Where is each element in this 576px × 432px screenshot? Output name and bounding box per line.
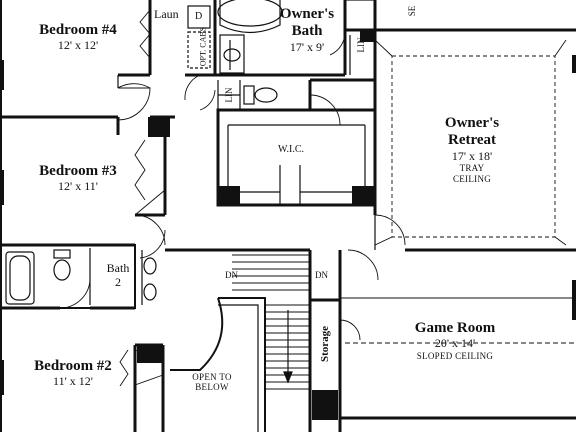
room-name-line2: Retreat [447,132,497,149]
linen-label-mid: LIN [224,87,234,103]
stair-arrow-head [283,371,293,384]
wall-block [148,117,170,137]
room-label-owners-bath: Owner's Bath 17' x 9' [270,6,344,54]
room-dimensions: 12' x 12' [57,38,99,53]
room-name: Bedroom #4 [39,22,117,38]
laundry-label: Laun [154,7,179,21]
open-to-below-line1: OPEN TO [192,372,232,382]
balcony-rail [218,297,266,432]
stair-treads [232,254,310,390]
wall-block [360,30,375,42]
tray-corner [374,39,567,246]
owner-sink [223,48,241,62]
sink-basin [143,257,157,275]
room-dimensions: 11' x 12' [53,374,93,389]
room-label-owners-retreat: Owner's Retreat 17' x 18' TRAY CEILING [420,115,524,184]
wic-label: W.I.C. [278,144,305,155]
room-label-game-room: Game Room 20' x 14' SLOPED CEILING [395,320,515,361]
room-dimensions: 12' x 11' [58,179,98,194]
open-to-below-line2: BELOW [195,382,229,393]
se-label: SE [407,5,417,17]
bathtub [5,251,35,305]
sink-basin [143,283,157,301]
wall-block [572,55,576,73]
owner-shower [344,0,376,31]
room-name: Bath [106,261,130,275]
room-name: Game Room [414,320,496,336]
wall-block [572,280,576,320]
room-label-bedroom4: Bedroom #4 12' x 12' [20,22,136,53]
washer [187,31,211,69]
balcony-curve [170,297,224,371]
wall-block [218,186,240,206]
toilet-tank [53,249,71,259]
wall-block [137,345,163,363]
room-name-line2: Bath [291,23,323,40]
room-label-bath2: Bath 2 [98,261,138,290]
owner-tub-outline [219,0,281,34]
storage-label: Storage [319,325,331,363]
room-dimensions: 20' x 14' [434,336,476,351]
tray-ceiling-line [391,55,556,238]
wic-wall [216,108,377,207]
linen-label-top: LIN [356,37,366,53]
ceiling-note-line2: CEILING [452,173,492,184]
balcony-rail [218,304,259,432]
wall-block [352,186,374,206]
room-dimensions: 17' x 18' [451,148,493,163]
opt-cabs-label: OPT. CABS [198,26,208,67]
door-swings [59,29,406,386]
closet-door [134,139,146,201]
dryer-label: D [195,11,203,22]
owner-toilet-tank [243,85,255,105]
room-label-bedroom2: Bedroom #2 11' x 12' [15,358,131,389]
room-dimensions: 17' x 9' [289,39,325,54]
ceiling-note-line1: TRAY [459,163,485,174]
wall-block [0,170,4,205]
wall-block [0,360,4,395]
wall-block [0,60,4,90]
room-name-line1: Owner's [444,115,500,131]
closet-door [119,349,129,387]
ceiling-note: SLOPED CEILING [416,351,494,362]
bathtub-inner [9,255,31,301]
dryer [187,5,211,29]
owner-vanity [219,34,245,74]
closet-door [139,9,151,59]
stair-dn-right: DN [315,270,328,280]
wall-block [312,390,338,420]
room-name: Bedroom #2 [34,358,112,374]
room-number: 2 [115,274,121,289]
owner-tub [217,0,283,27]
toilet-bowl [53,259,71,281]
room-name-line1: Owner's [279,6,335,22]
owner-toilet-bowl [254,87,278,103]
stair-dn-left: DN [225,270,238,280]
room-name: Bedroom #3 [39,163,117,179]
room-label-bedroom3: Bedroom #3 12' x 11' [20,163,136,194]
open-to-below-label: OPEN TO BELOW [178,372,246,393]
